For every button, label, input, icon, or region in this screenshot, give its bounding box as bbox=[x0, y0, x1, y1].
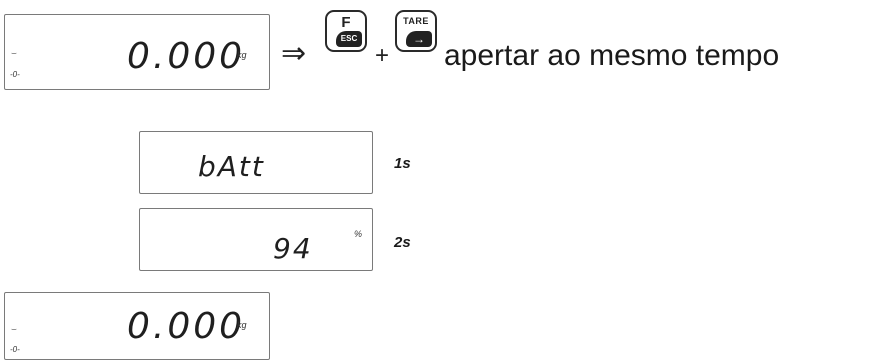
stability-indicator: ⌣ bbox=[11, 324, 17, 334]
zero-indicator: -0- bbox=[10, 70, 20, 79]
batt-readout: bAtt bbox=[198, 150, 265, 183]
key-esc-label: ESC bbox=[336, 31, 362, 47]
time-1s: 1s bbox=[394, 155, 411, 172]
implies-arrow: ⇒ bbox=[281, 37, 307, 70]
arrow-right-icon: → bbox=[406, 31, 432, 47]
weight-readout: 0.000 bbox=[127, 306, 246, 347]
lcd-display-final: ⌣ -0- 0.000 kg bbox=[4, 292, 270, 360]
stability-indicator: ⌣ bbox=[11, 48, 17, 58]
weight-readout: 0.000 bbox=[127, 36, 246, 77]
unit-label: kg bbox=[237, 320, 247, 330]
lcd-display-percent: 94 % bbox=[139, 208, 373, 271]
f-esc-key[interactable]: F ESC bbox=[325, 10, 367, 52]
instruction-text: apertar ao mesmo tempo bbox=[444, 39, 780, 72]
unit-label: kg bbox=[237, 50, 247, 60]
zero-indicator: -0- bbox=[10, 345, 20, 354]
battery-percent-readout: 94 bbox=[273, 232, 313, 265]
tare-key[interactable]: TARE → bbox=[395, 10, 437, 52]
percent-unit-label: % bbox=[354, 229, 363, 239]
key-tare-label: TARE bbox=[403, 16, 429, 26]
lcd-display-batt: bAtt bbox=[139, 131, 373, 194]
lcd-display-initial: ⌣ -0- 0.000 kg bbox=[4, 14, 270, 90]
key-f-label: F bbox=[341, 14, 351, 31]
plus-sign: + bbox=[375, 42, 390, 69]
time-2s: 2s bbox=[394, 234, 411, 251]
